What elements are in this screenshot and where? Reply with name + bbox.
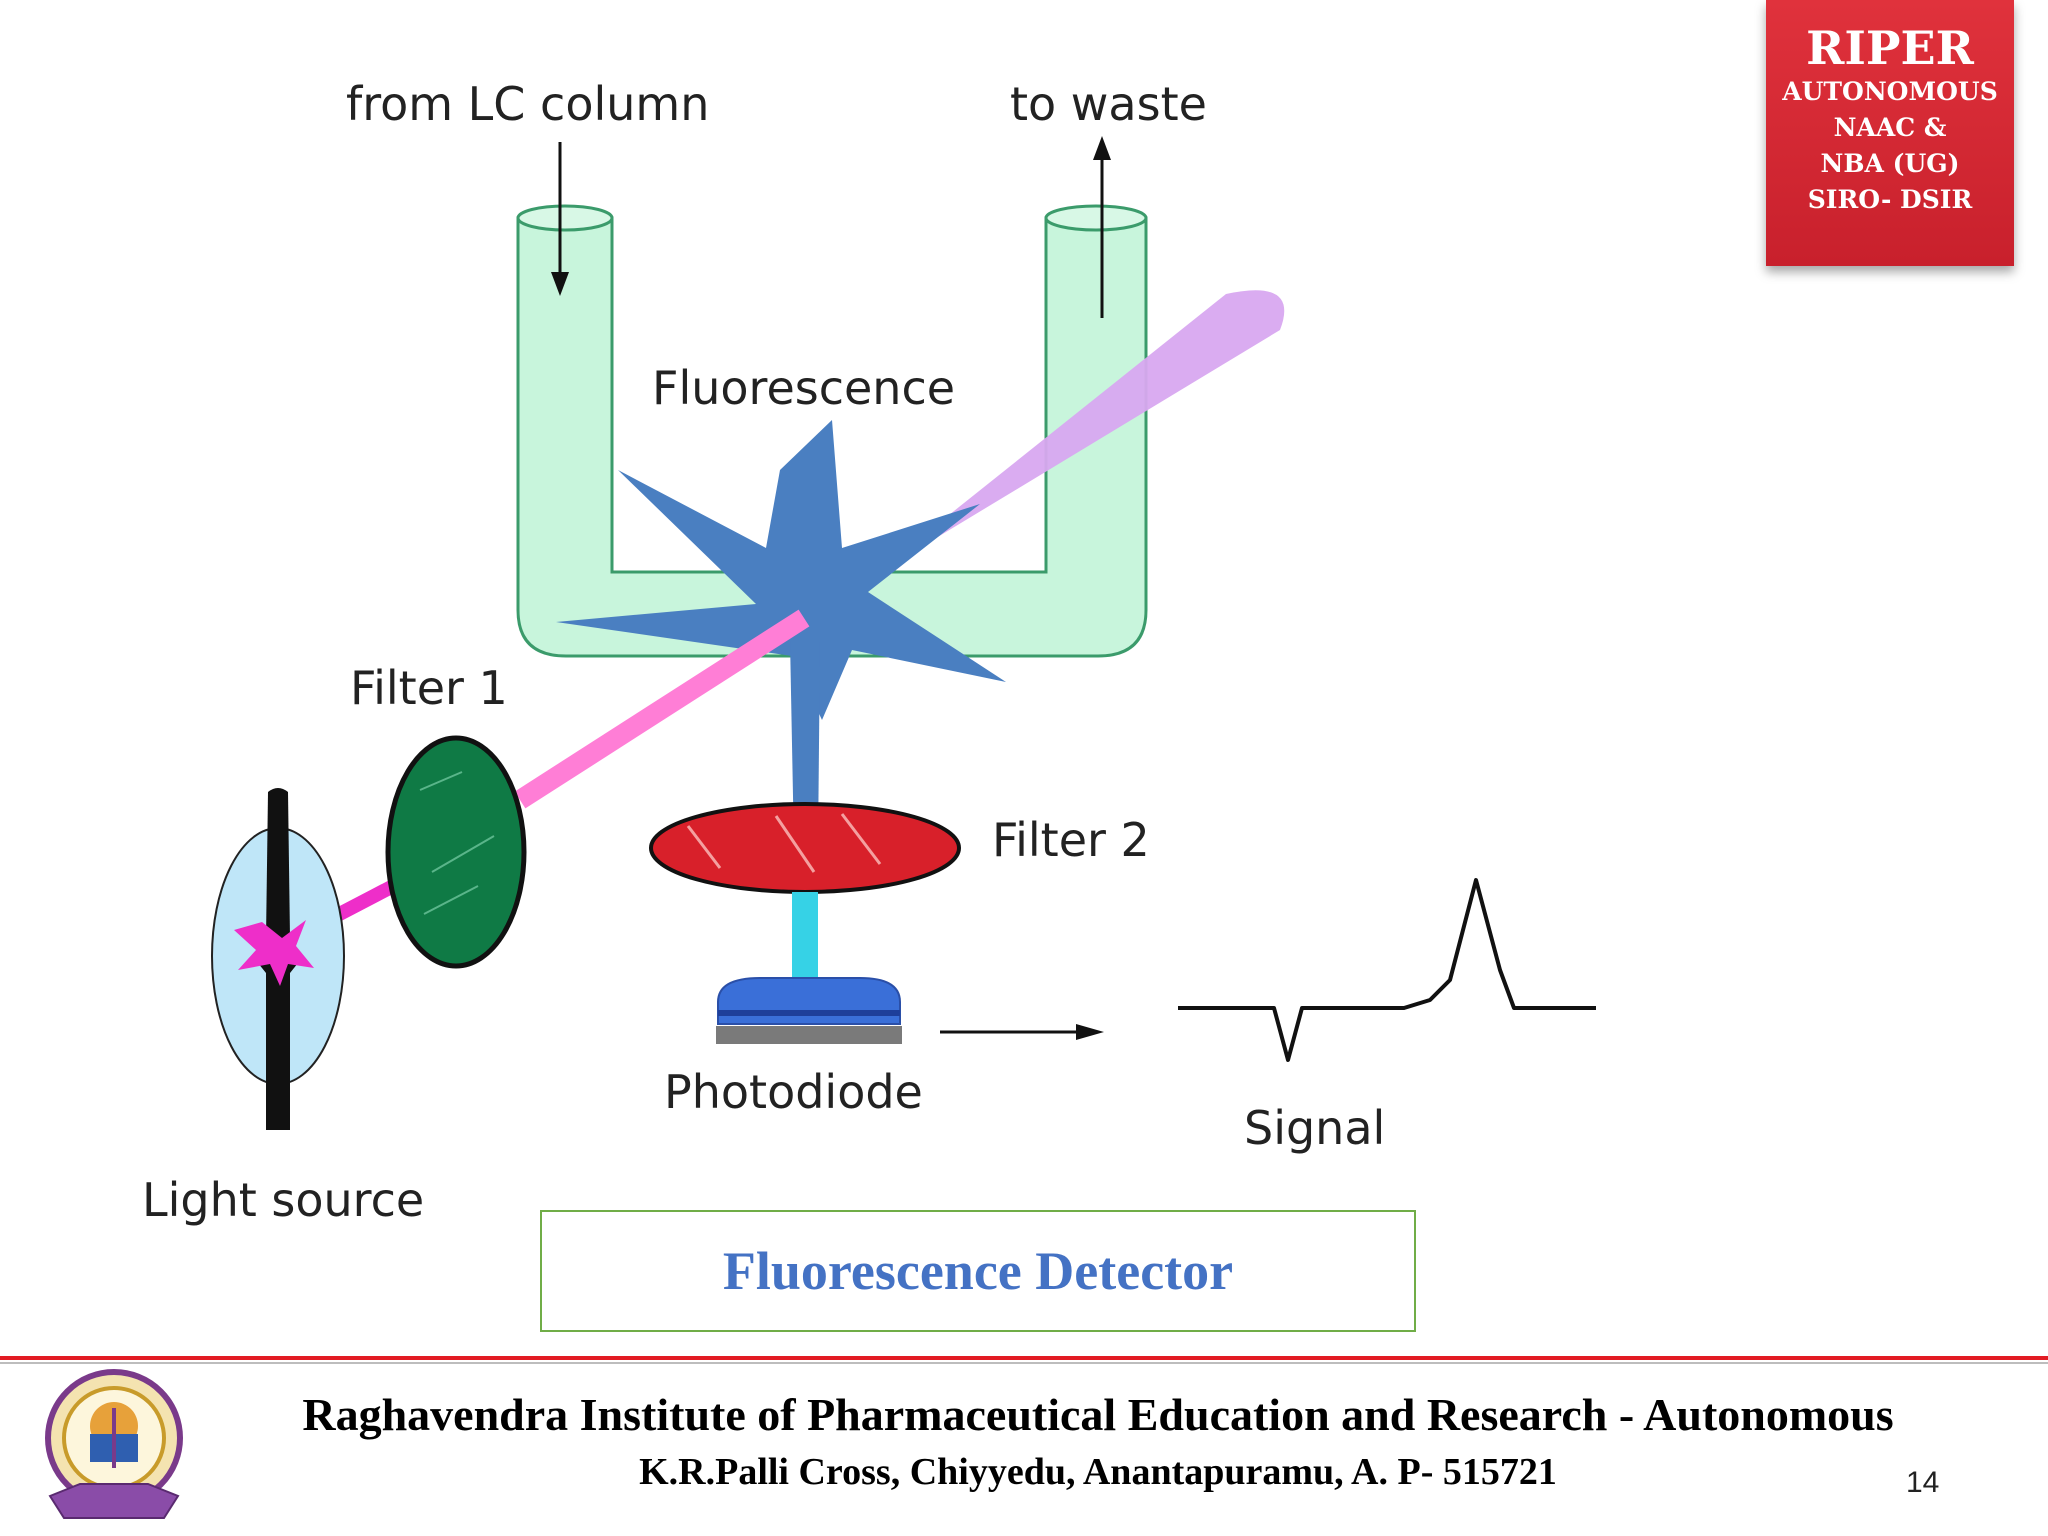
label-photodiode: Photodiode (664, 1065, 923, 1119)
label-fluorescence: Fluorescence (652, 361, 955, 415)
light-source (211, 788, 345, 1130)
signal-arrow (940, 1024, 1104, 1040)
footer-rule-red (0, 1356, 2048, 1360)
caption-box: Fluorescence Detector (540, 1210, 1416, 1332)
flow-cell-inlet-opening (516, 204, 614, 232)
outlet-arrow (1093, 136, 1111, 318)
badge-title: RIPER (1806, 21, 1974, 75)
badge-line-naac: NAAC & (1833, 113, 1947, 142)
badge-line-nba: NBA (UG) (1820, 149, 1960, 178)
label-signal: Signal (1244, 1101, 1385, 1155)
footer-institution-name: Raghavendra Institute of Pharmaceutical … (302, 1389, 1894, 1440)
page-number: 14 (1906, 1466, 1940, 1499)
photodiode (716, 977, 902, 1044)
signal-trace (1178, 878, 1596, 1062)
label-to-waste: to waste (1010, 77, 1207, 131)
inlet-arrow (551, 142, 569, 296)
emission-stem (790, 640, 820, 848)
institute-logo-icon (45, 1369, 183, 1519)
excitation-beam (514, 609, 810, 809)
riper-accreditation-badge: RIPER AUTONOMOUS NAAC & NBA (UG) SIRO- D… (1766, 0, 2014, 266)
detector-beam (792, 892, 818, 982)
label-light-source: Light source (142, 1173, 424, 1227)
badge-line-autonomous: AUTONOMOUS (1782, 77, 1998, 106)
footer-address: K.R.Palli Cross, Chiyyedu, Anantapuramu,… (639, 1451, 1557, 1493)
label-from-lc-column: from LC column (346, 77, 709, 131)
filter-1 (385, 735, 527, 969)
footer-rule-gray (0, 1362, 2048, 1364)
flow-cell-outlet-opening (1044, 204, 1148, 232)
fluorescence-burst (556, 420, 1006, 720)
badge-line-siro: SIRO- DSIR (1807, 185, 1973, 214)
light-spark (234, 920, 314, 986)
label-filter-2: Filter 2 (992, 813, 1150, 867)
caption-title: Fluorescence Detector (722, 1241, 1234, 1301)
flow-cell (516, 216, 1148, 658)
label-filter-1: Filter 1 (350, 661, 508, 715)
filter-2 (649, 802, 961, 894)
